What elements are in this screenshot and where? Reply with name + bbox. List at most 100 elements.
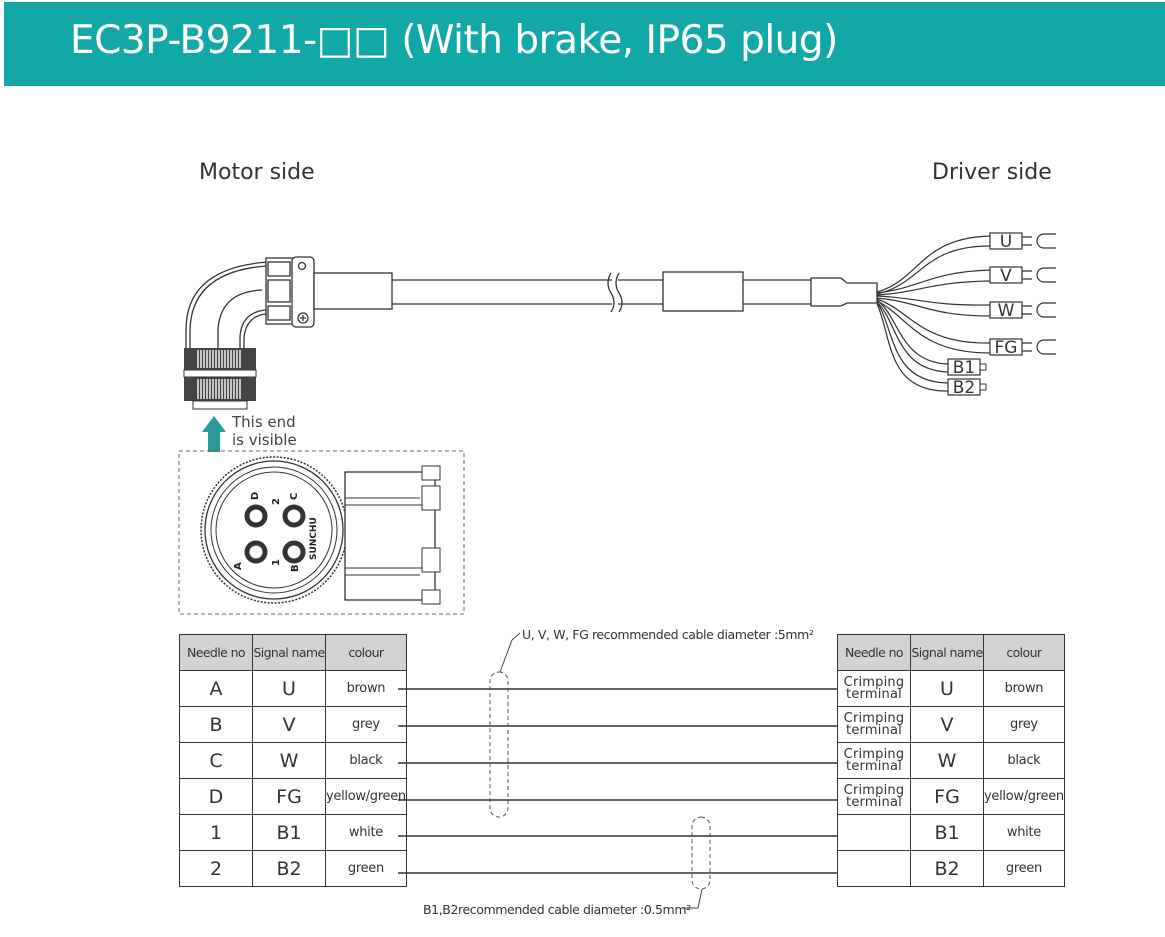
wiring-lines: [398, 688, 837, 874]
needle-cell: B: [179, 706, 253, 743]
fork-terminal-icon: [1036, 267, 1056, 283]
signal-cell: U: [910, 670, 984, 707]
connector-pin-labels: D C A B 1 2 SUNCHU: [233, 492, 319, 572]
crimp-lug-icon: [1022, 342, 1032, 352]
header-needle: Needle no: [179, 634, 253, 671]
cable-icon: [392, 271, 878, 313]
needle-cell: D: [179, 778, 253, 815]
brake-note-leader: [682, 888, 703, 909]
fork-terminal-icon: [1036, 302, 1056, 318]
arrow-up-icon: [202, 416, 226, 452]
colour-cell: white: [983, 814, 1065, 851]
crimp-line1: Crimping: [843, 782, 905, 798]
crimp-line2: terminal: [846, 794, 902, 810]
power-note-leader: [499, 632, 521, 673]
visible-note-line2: is visible: [232, 431, 297, 449]
pin-terminal-icon: [979, 383, 987, 391]
pin-label-1: 1: [271, 559, 282, 566]
brake-cable-note: B1,B2recommended cable diameter :0.5mm²: [423, 902, 691, 917]
pin-label-2: 2: [271, 498, 282, 505]
header-colour: colour: [983, 634, 1065, 671]
signal-cell: U: [252, 670, 326, 707]
crimp-line1: Crimping: [843, 746, 905, 762]
signal-cell: W: [252, 742, 326, 779]
needle-cell: [837, 850, 911, 887]
needle-cell: C: [179, 742, 253, 779]
crimp-line1: Crimping: [843, 674, 905, 690]
terminal-label: U: [1000, 232, 1012, 252]
colour-cell: brown: [325, 670, 407, 707]
fork-terminal-icon: [1036, 233, 1056, 249]
brake-cable-bundle-marker: [691, 816, 711, 890]
terminal-label: B2: [953, 378, 975, 398]
header-colour: colour: [325, 634, 407, 671]
fork-terminal-icon: [1036, 339, 1056, 355]
crimp-lug-icon: [1022, 236, 1032, 246]
table-header-row: Needle no Signal name colour: [179, 634, 407, 671]
colour-cell: yellow/green: [983, 778, 1065, 815]
signal-cell: W: [910, 742, 984, 779]
pin-label-c: C: [289, 493, 300, 500]
colour-cell: green: [325, 850, 407, 887]
pin-label-d: D: [250, 492, 261, 500]
terminal-u: U: [989, 232, 1056, 252]
crimp-line2: terminal: [846, 758, 902, 774]
page-title: EC3P-B9211-□□ (With brake, IP65 plug): [70, 18, 838, 63]
terminal-b1: B1: [947, 358, 987, 378]
crimp-lug-icon: [1022, 270, 1032, 280]
needle-cell: 2: [179, 850, 253, 887]
crimp-line2: terminal: [846, 686, 902, 702]
signal-cell: FG: [252, 778, 326, 815]
signal-cell: B2: [252, 850, 326, 887]
title-banner: EC3P-B9211-□□ (With brake, IP65 plug): [4, 2, 1165, 86]
signal-cell: B2: [910, 850, 984, 887]
colour-cell: black: [983, 742, 1065, 779]
terminal-v: V: [989, 266, 1056, 286]
signal-cell: V: [910, 706, 984, 743]
terminal-label: W: [998, 301, 1015, 321]
crimp-line1: Crimping: [843, 710, 905, 726]
signal-cell: FG: [910, 778, 984, 815]
driver-side-label: Driver side: [932, 160, 1052, 185]
signal-cell: B1: [910, 814, 984, 851]
colour-cell: grey: [325, 706, 407, 743]
power-cable-note: U, V, W, FG recommended cable diameter :…: [522, 627, 814, 642]
terminal-label: V: [1000, 266, 1012, 286]
connector-face-icon: [200, 456, 441, 605]
colour-cell: green: [983, 850, 1065, 887]
visible-note-line1: This end: [232, 413, 296, 431]
terminal-label: B1: [953, 358, 975, 378]
visible-end-note: This end is visible: [232, 413, 297, 449]
colour-cell: black: [325, 742, 407, 779]
header-needle: Needle no: [837, 634, 911, 671]
colour-cell: white: [325, 814, 407, 851]
needle-cell: [837, 814, 911, 851]
coupling-ring-icon: [183, 348, 257, 410]
terminal-w: W: [989, 301, 1056, 321]
elbow-connector-icon: [185, 256, 393, 348]
colour-cell: yellow/green: [325, 778, 407, 815]
colour-cell: grey: [983, 706, 1065, 743]
header-signal: Signal name: [252, 634, 326, 671]
signal-cell: B1: [252, 814, 326, 851]
needle-cell: 1: [179, 814, 253, 851]
pin-terminal-icon: [979, 363, 987, 371]
